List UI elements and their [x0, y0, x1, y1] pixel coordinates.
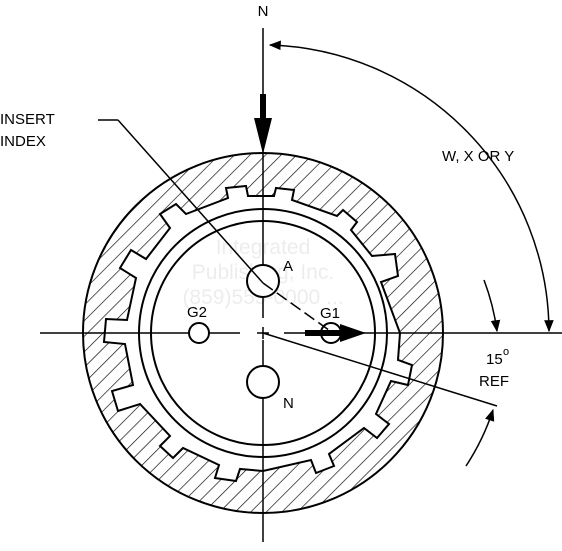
- angle-ref-label: REF: [479, 373, 509, 390]
- contact-g2-label: G2: [187, 304, 207, 321]
- ref-angle-arc-lower: [465, 408, 495, 467]
- index-arrow-down-head: [254, 118, 272, 154]
- insert-index-label-line2: INDEX: [0, 133, 46, 150]
- angle-value-label: 15: [486, 351, 503, 368]
- index-arrow-right-shaft: [305, 330, 343, 336]
- contact-a-label: A: [283, 258, 293, 275]
- insert-index-label-line1: INSERT: [0, 111, 55, 128]
- polarization-angle-arc: [268, 40, 554, 333]
- index-arrow-down-shaft: [260, 94, 266, 122]
- top-n-label: N: [258, 3, 269, 20]
- labels: N INSERT INDEX W, X OR Y A N G2 G1 15 o …: [0, 3, 514, 412]
- contact-g1-label: G1: [320, 305, 340, 322]
- contact-n-label: N: [283, 395, 294, 412]
- angle-dimensions: [268, 40, 554, 467]
- polarization-label: W, X OR Y: [442, 148, 514, 165]
- reference-line-15deg: [262, 332, 498, 407]
- angle-unit-label: o: [503, 346, 509, 358]
- contact-g2: [188, 322, 210, 344]
- ref-angle-arc-upper: [483, 279, 501, 333]
- contact-n: [246, 365, 280, 399]
